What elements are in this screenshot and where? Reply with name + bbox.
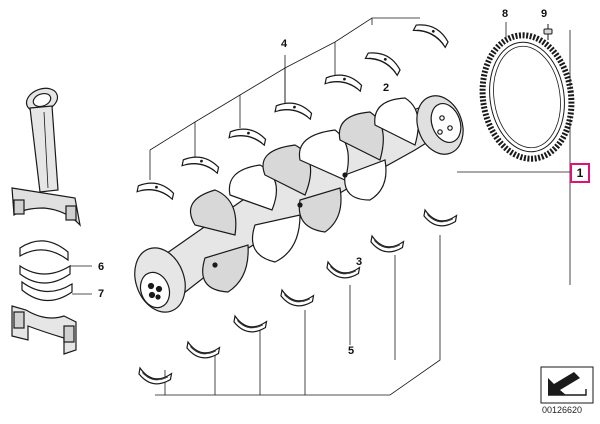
callout-2: 2 bbox=[383, 82, 390, 94]
callout-3: 3 bbox=[356, 256, 363, 268]
callout-8: 8 bbox=[502, 8, 509, 20]
crankshaft bbox=[134, 95, 464, 313]
conrod-bearing-lower bbox=[21, 280, 73, 302]
document-number: 00126620 bbox=[542, 405, 583, 415]
conrod-bearing-upper bbox=[19, 240, 71, 284]
callout-1-highlighted[interactable]: 1 bbox=[570, 163, 590, 183]
leader-lines-5 bbox=[155, 235, 441, 396]
bolt bbox=[543, 24, 553, 40]
connecting-rod bbox=[11, 87, 81, 227]
callout-9: 9 bbox=[541, 8, 548, 20]
callout-7: 7 bbox=[98, 288, 105, 300]
callout-4: 4 bbox=[281, 38, 288, 50]
conrod-cap bbox=[11, 305, 77, 355]
callout-5: 5 bbox=[348, 345, 355, 357]
ring-gear bbox=[479, 32, 575, 162]
direction-arrow-icon bbox=[540, 366, 594, 404]
callout-6: 6 bbox=[98, 261, 105, 273]
leader-lines-4 bbox=[149, 17, 420, 180]
